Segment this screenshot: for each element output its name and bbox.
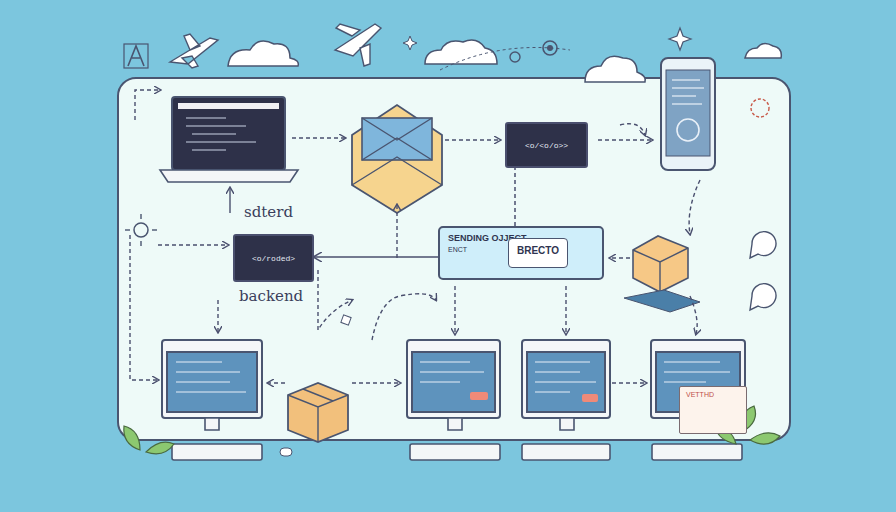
section-heading: backend	[239, 287, 303, 305]
connector	[514, 168, 516, 226]
backend-terminal: <o/roded>backend	[233, 234, 314, 282]
connector	[314, 256, 438, 258]
text-label: sdterd	[244, 203, 293, 221]
sending-panel: SENDING OJJECTENCTBRECTO	[438, 226, 604, 280]
box-text: <o/<o/o>>	[525, 141, 568, 150]
box-text: VETTHD	[686, 391, 714, 398]
vetting-card: VETTHD	[679, 386, 747, 434]
box-text: <o/roded>	[252, 254, 295, 263]
box-text: BRECTO	[517, 245, 559, 256]
object-box: BRECTO	[508, 238, 568, 268]
code-terminal: <o/<o/o>>	[505, 122, 588, 168]
